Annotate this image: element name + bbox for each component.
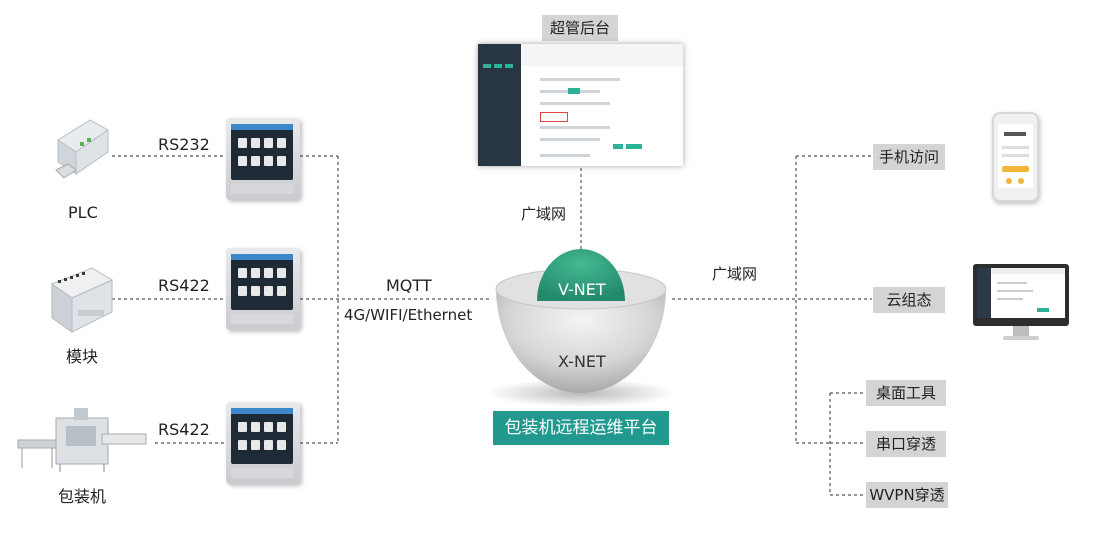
hmi-panel-2: [226, 248, 300, 330]
protocol-rs422-module: RS422: [158, 276, 210, 295]
phone-icon: [992, 112, 1039, 202]
packer-label: 包装机: [58, 487, 107, 506]
module-icon: [46, 262, 116, 340]
vnet-label: V-NET: [558, 280, 606, 299]
wan-right-label: 广域网: [712, 265, 758, 283]
xnet-label: X-NET: [558, 352, 606, 371]
monitor-icon: [973, 264, 1069, 340]
mqtt-label: MQTT: [386, 276, 432, 295]
platform-title: 包装机远程运维平台: [493, 411, 669, 445]
globe-lower: [496, 289, 666, 393]
network-label: 4G/WIFI/Ethernet: [344, 306, 473, 324]
module-label: 模块: [66, 347, 99, 366]
hmi-panel-3: [226, 402, 300, 484]
protocol-rs422-packer: RS422: [158, 420, 210, 439]
admin-screenshot: [478, 44, 683, 166]
packer-icon: [16, 404, 152, 474]
mobile-access-label: 手机访问: [873, 144, 945, 170]
hmi-panel-1: [226, 118, 300, 200]
vnet-dome: [537, 249, 625, 301]
wan-top-label: 广域网: [521, 205, 567, 223]
plc-icon: [54, 112, 112, 182]
admin-title: 超管后台: [542, 15, 618, 41]
plc-label: PLC: [68, 203, 98, 222]
desktop-tool-label: 桌面工具: [866, 380, 946, 406]
wvpn-passthrough-label: WVPN穿透: [866, 482, 948, 508]
cloud-scada-label: 云组态: [873, 287, 945, 313]
serial-passthrough-label: 串口穿透: [866, 431, 946, 457]
protocol-rs232: RS232: [158, 135, 210, 154]
